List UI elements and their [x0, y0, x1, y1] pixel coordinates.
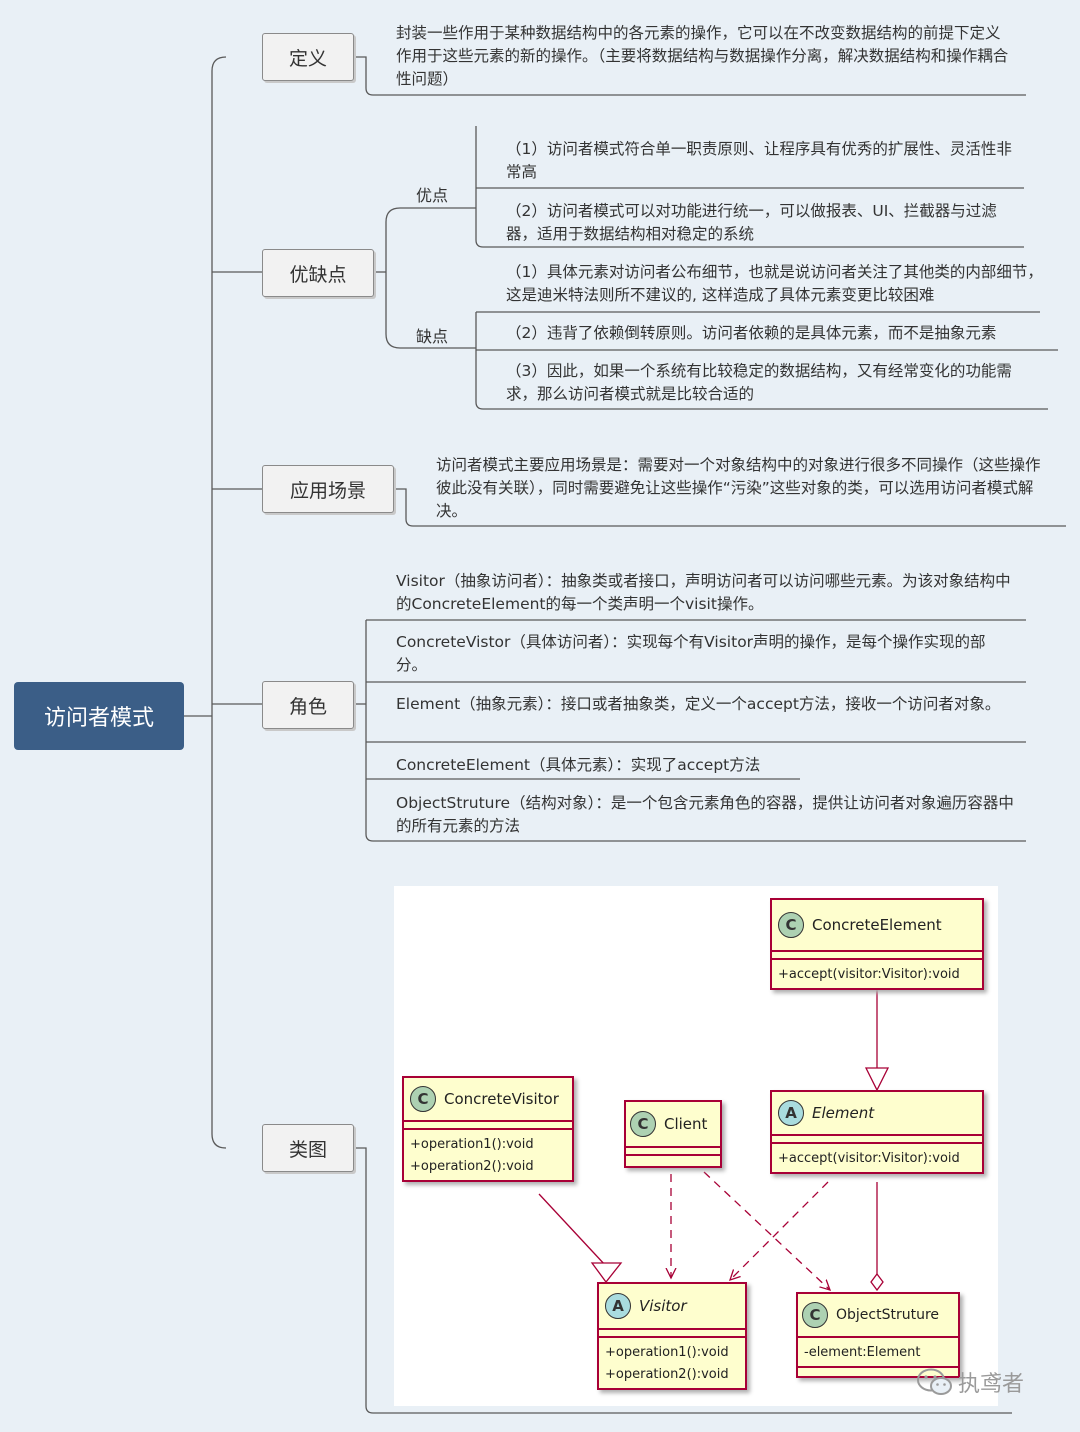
class-name: Visitor — [639, 1297, 687, 1315]
pros-item-1: （1）访问者模式符合单一职责原则、让程序具有优秀的扩展性、灵活性非常高 — [506, 140, 1012, 181]
class-methods: +operation1():void +operation2():void — [404, 1130, 572, 1180]
class-stereotype-icon: A — [605, 1293, 631, 1319]
class-client[interactable]: C Client — [624, 1100, 722, 1168]
uml-class-diagram: C ConcreteElement +accept(visitor:Visito… — [394, 886, 998, 1406]
class-methods — [626, 1156, 720, 1166]
watermark: 执鸢者 — [916, 1366, 1024, 1398]
class-fields — [599, 1330, 745, 1338]
role-element: Element（抽象元素）：接口或者抽象类，定义一个accept方法，接收一个访… — [396, 695, 1001, 713]
cons-item-1: （1）具体元素对访问者公布细节，也就是说访问者关注了其他类的内部细节，这是迪米特… — [506, 263, 1043, 304]
class-concrete-visitor[interactable]: C ConcreteVisitor +operation1():void +op… — [402, 1076, 574, 1182]
cons-label[interactable]: 缺点 — [416, 327, 449, 346]
class-stereotype-icon: C — [410, 1086, 436, 1112]
role-concrete-visitor: ConcreteVistor（具体访问者）：实现每个有Visitor声明的操作，… — [396, 633, 986, 674]
class-visitor[interactable]: A Visitor +operation1():void +operation2… — [597, 1282, 747, 1390]
role-visitor: Visitor（抽象访问者）：抽象类或者接口，声明访问者可以访问哪些元素。为该对… — [396, 572, 1011, 613]
class-name: ConcreteVisitor — [444, 1090, 559, 1108]
class-stereotype-icon: A — [778, 1100, 804, 1126]
class-stereotype-icon: C — [802, 1302, 828, 1328]
cons-item-2: （2）违背了依赖倒转原则。访问者依赖的是具体元素，而不是抽象元素 — [506, 324, 997, 342]
wechat-icon — [917, 1368, 952, 1395]
class-name: Client — [664, 1115, 708, 1133]
class-fields — [772, 1136, 982, 1144]
topic-pros-cons[interactable]: 优缺点 — [262, 249, 374, 297]
class-methods: +operation1():void +operation2():void — [599, 1338, 745, 1388]
class-name: ObjectStruture — [836, 1307, 940, 1323]
class-stereotype-icon: C — [778, 912, 804, 938]
class-method: +accept(visitor:Visitor):void — [778, 967, 960, 982]
class-name: Element — [812, 1104, 875, 1122]
watermark-text: 执鸢者 — [958, 1372, 1025, 1397]
class-fields — [772, 952, 982, 960]
pros-label[interactable]: 优点 — [416, 186, 449, 205]
definition-text: 封装一些作用于某种数据结构中的各元素的操作，它可以在不改变数据结构的前提下定义作… — [396, 24, 1009, 88]
class-method: +operation1():void — [410, 1137, 534, 1152]
uml-relations — [538, 990, 890, 1292]
topic-scenario[interactable]: 应用场景 — [262, 465, 394, 513]
topic-roles[interactable]: 角色 — [262, 681, 354, 729]
topic-definition[interactable]: 定义 — [262, 33, 354, 81]
class-method: +accept(visitor:Visitor):void — [778, 1151, 960, 1166]
class-field: -element:Element — [798, 1338, 958, 1368]
role-object-structure: ObjectStruture（结构对象）：是一个包含元素角色的容器，提供让访问者… — [396, 794, 1014, 835]
class-fields — [404, 1122, 572, 1130]
role-concrete-element: ConcreteElement（具体元素）：实现了accept方法 — [396, 756, 761, 774]
class-method: +operation1():void — [605, 1345, 729, 1360]
scenario-text: 访问者模式主要应用场景是：需要对一个对象结构中的对象进行很多不同操作（这些操作彼… — [436, 456, 1041, 520]
topic-class-diagram[interactable]: 类图 — [262, 1124, 354, 1172]
class-concrete-element[interactable]: C ConcreteElement +accept(visitor:Visito… — [770, 898, 984, 990]
class-method: +operation2():void — [410, 1159, 534, 1174]
root-topic[interactable]: 访问者模式 — [14, 682, 184, 750]
pros-item-2: （2）访问者模式可以对功能进行统一，可以做报表、UI、拦截器与过滤器，适用于数据… — [506, 202, 997, 243]
class-fields — [626, 1148, 720, 1156]
class-element[interactable]: A Element +accept(visitor:Visitor):void — [770, 1090, 984, 1174]
class-object-structure[interactable]: C ObjectStruture -element:Element — [796, 1292, 960, 1378]
cons-item-3: （3）因此，如果一个系统有比较稳定的数据结构，又有经常变化的功能需求，那么访问者… — [506, 362, 1012, 403]
class-stereotype-icon: C — [630, 1111, 656, 1137]
class-name: ConcreteElement — [812, 916, 942, 934]
class-method: +operation2():void — [605, 1367, 729, 1382]
